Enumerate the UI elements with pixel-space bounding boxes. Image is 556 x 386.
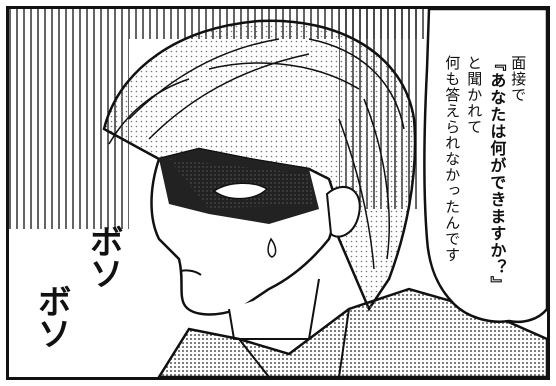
speech-line-3: と聞かれて <box>465 55 484 135</box>
speech-line-2: 『あなたは何ができますか？』 <box>487 55 507 293</box>
speech-bubble <box>423 9 547 324</box>
hair-strands <box>108 38 405 270</box>
speech-line-4: 何も答えられなかったんです <box>443 55 462 263</box>
panel-frame: 面接で 『あなたは何ができますか？』 と聞かれて 何も答えられなかったんです ボ… <box>6 6 550 380</box>
sfx-boso-1: ボソ <box>83 224 123 288</box>
jacket <box>157 287 547 377</box>
jacket-lapel <box>238 338 270 377</box>
mouth <box>180 269 202 276</box>
neck <box>228 278 320 340</box>
speech-line-1: 面接で <box>509 55 528 103</box>
jacket-seam <box>338 308 350 377</box>
sfx-boso-2: ボソ <box>31 284 71 348</box>
eye <box>212 182 269 200</box>
panel-artwork <box>9 9 547 377</box>
ear <box>325 185 361 238</box>
sweat-drop <box>267 237 277 258</box>
